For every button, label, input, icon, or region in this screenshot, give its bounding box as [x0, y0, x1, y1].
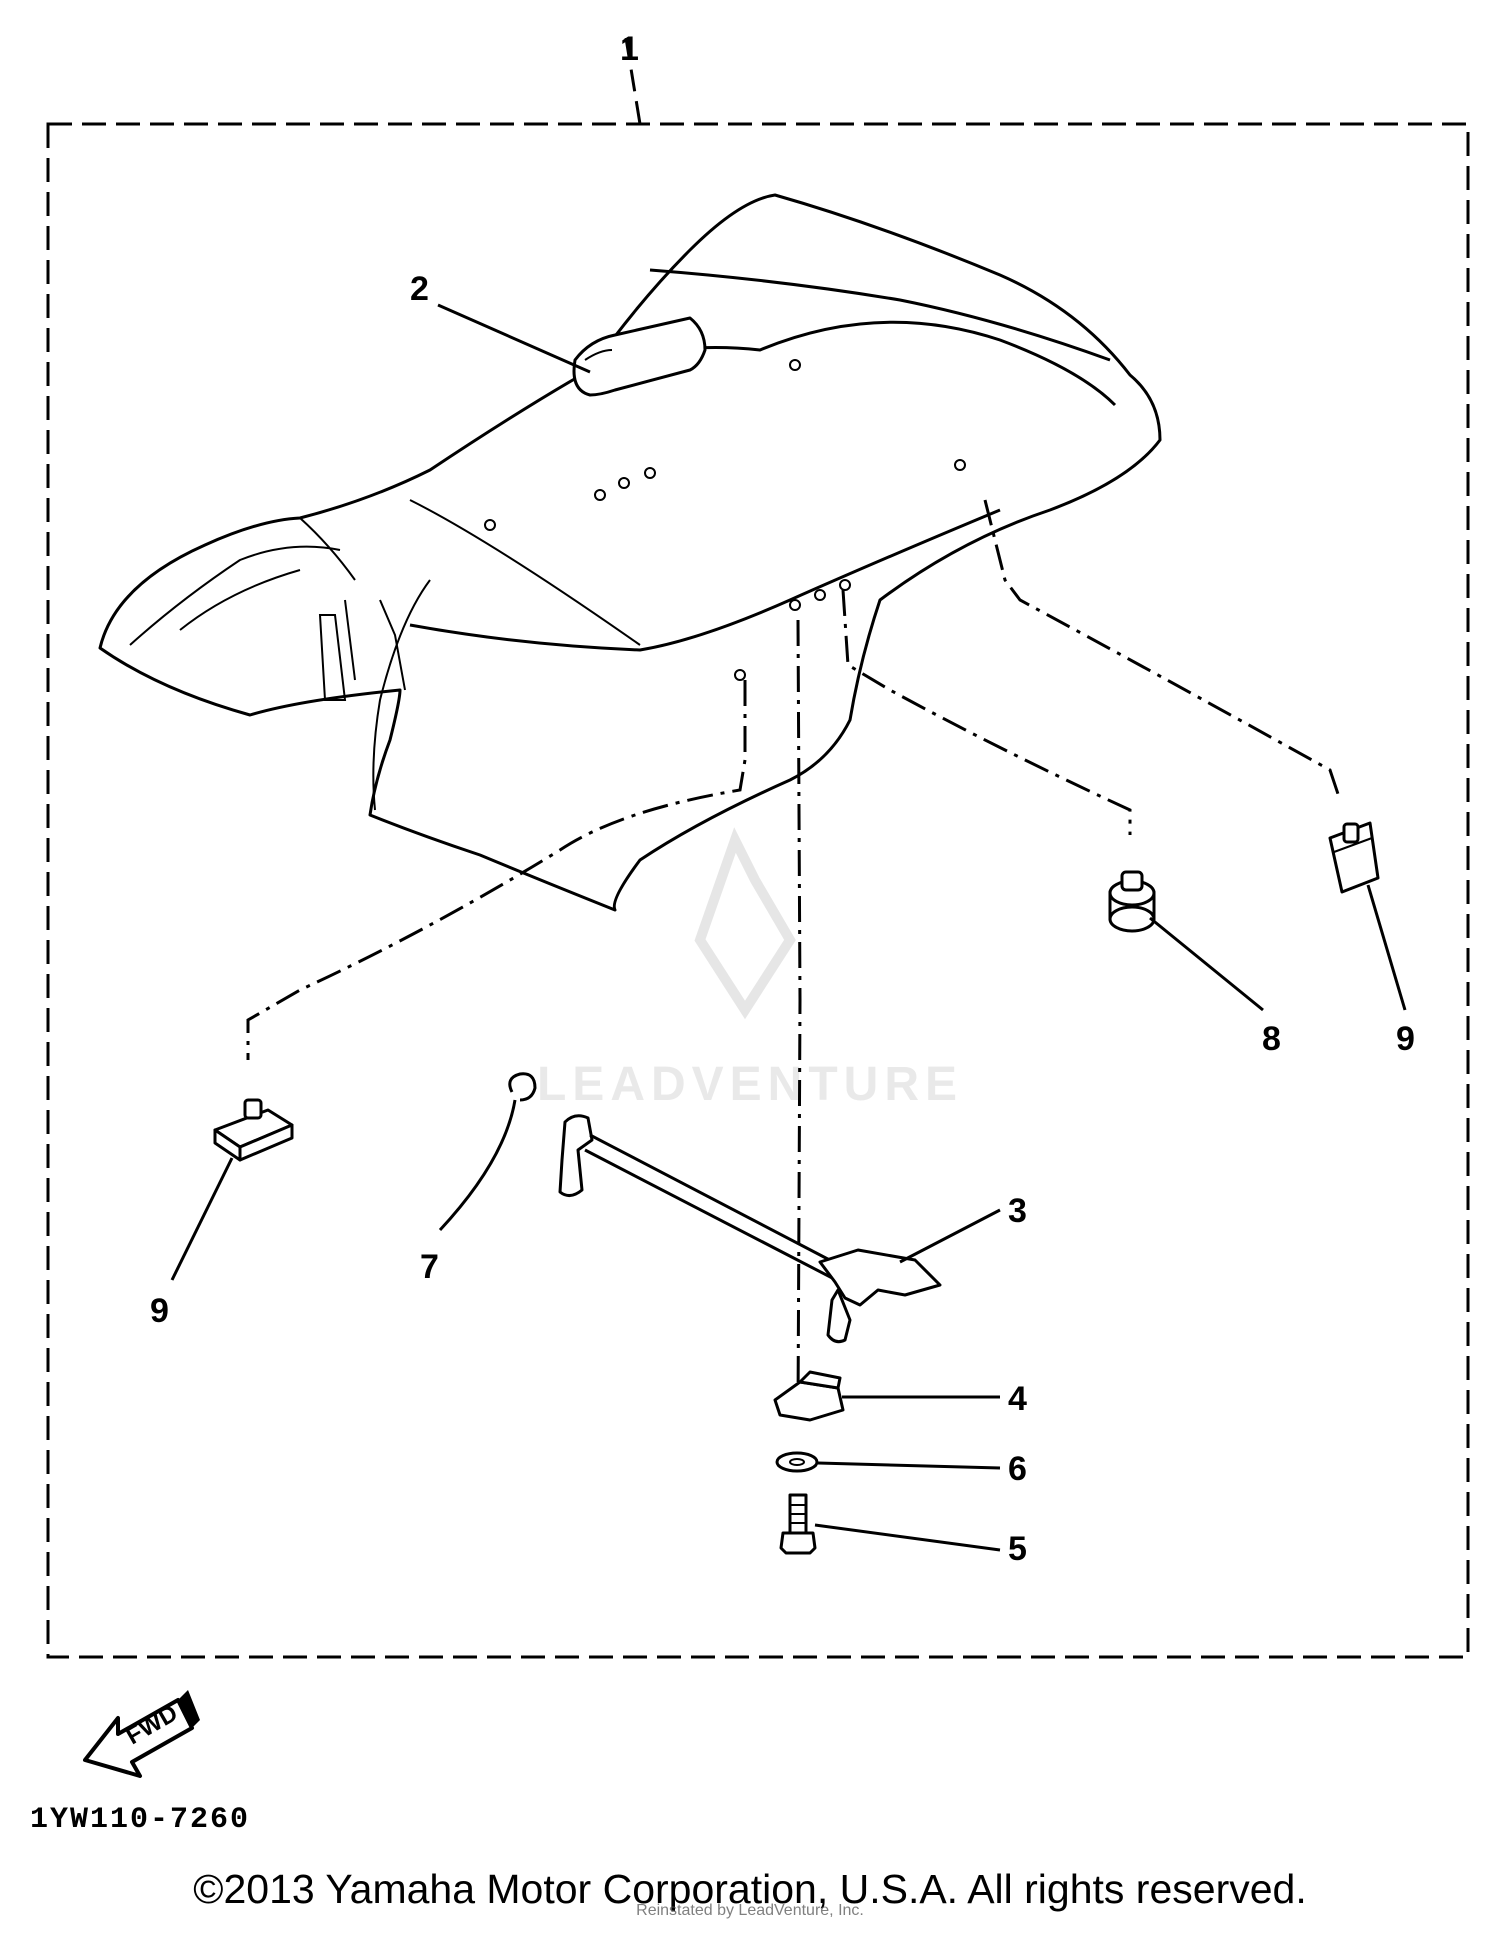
assembly-boundary — [46, 122, 1470, 1659]
seat — [98, 193, 1162, 912]
watermark-text: LEADVENTURE — [537, 1058, 963, 1111]
callout-7: 7 — [420, 1248, 439, 1286]
part-6-washer — [775, 1451, 819, 1473]
assembly-line-right-9 — [983, 499, 1342, 801]
assembly-line-8 — [841, 589, 1132, 835]
copyright-notice: ©2013 Yamaha Motor Corporation, U.S.A. A… — [193, 1866, 1307, 1912]
leader-5 — [814, 1523, 1001, 1552]
leader-7 — [438, 1099, 517, 1232]
callout-5: 5 — [1008, 1530, 1027, 1568]
watermark-logo: LEADVENTURE — [537, 827, 963, 1111]
part-7-circlip — [508, 1072, 537, 1102]
part-5-bolt — [779, 1493, 817, 1555]
leader-3 — [899, 1208, 1001, 1264]
part-8-damper — [1108, 870, 1156, 933]
callout-8: 8 — [1262, 1020, 1281, 1058]
part-9-clip-right — [1328, 821, 1380, 894]
leader-9-left — [170, 1157, 234, 1281]
leader-9-right — [1366, 884, 1407, 1011]
leader-1 — [624, 37, 642, 125]
callout-6: 6 — [1008, 1450, 1027, 1488]
reference-code: 1YW110-7260 — [30, 1803, 250, 1837]
part-4-bracket — [773, 1370, 845, 1422]
overlay-note: Reinstated by LeadVenture, Inc. — [636, 1902, 864, 1919]
callout-2: 2 — [410, 270, 429, 308]
leader-6 — [817, 1461, 1001, 1470]
part-3-seat-lock — [558, 1114, 942, 1344]
assembly-line-center — [796, 619, 802, 1411]
leader-8 — [1149, 916, 1264, 1012]
callout-9-right: 9 — [1396, 1020, 1415, 1058]
fwd-arrow-icon: FWD — [83, 1690, 200, 1778]
part-9-clip-left — [213, 1098, 294, 1162]
callout-4: 4 — [1008, 1380, 1027, 1418]
callout-9-left: 9 — [150, 1292, 169, 1330]
leader-2 — [437, 303, 591, 374]
callout-3: 3 — [1008, 1192, 1027, 1230]
callout-1: 1 — [620, 30, 639, 68]
